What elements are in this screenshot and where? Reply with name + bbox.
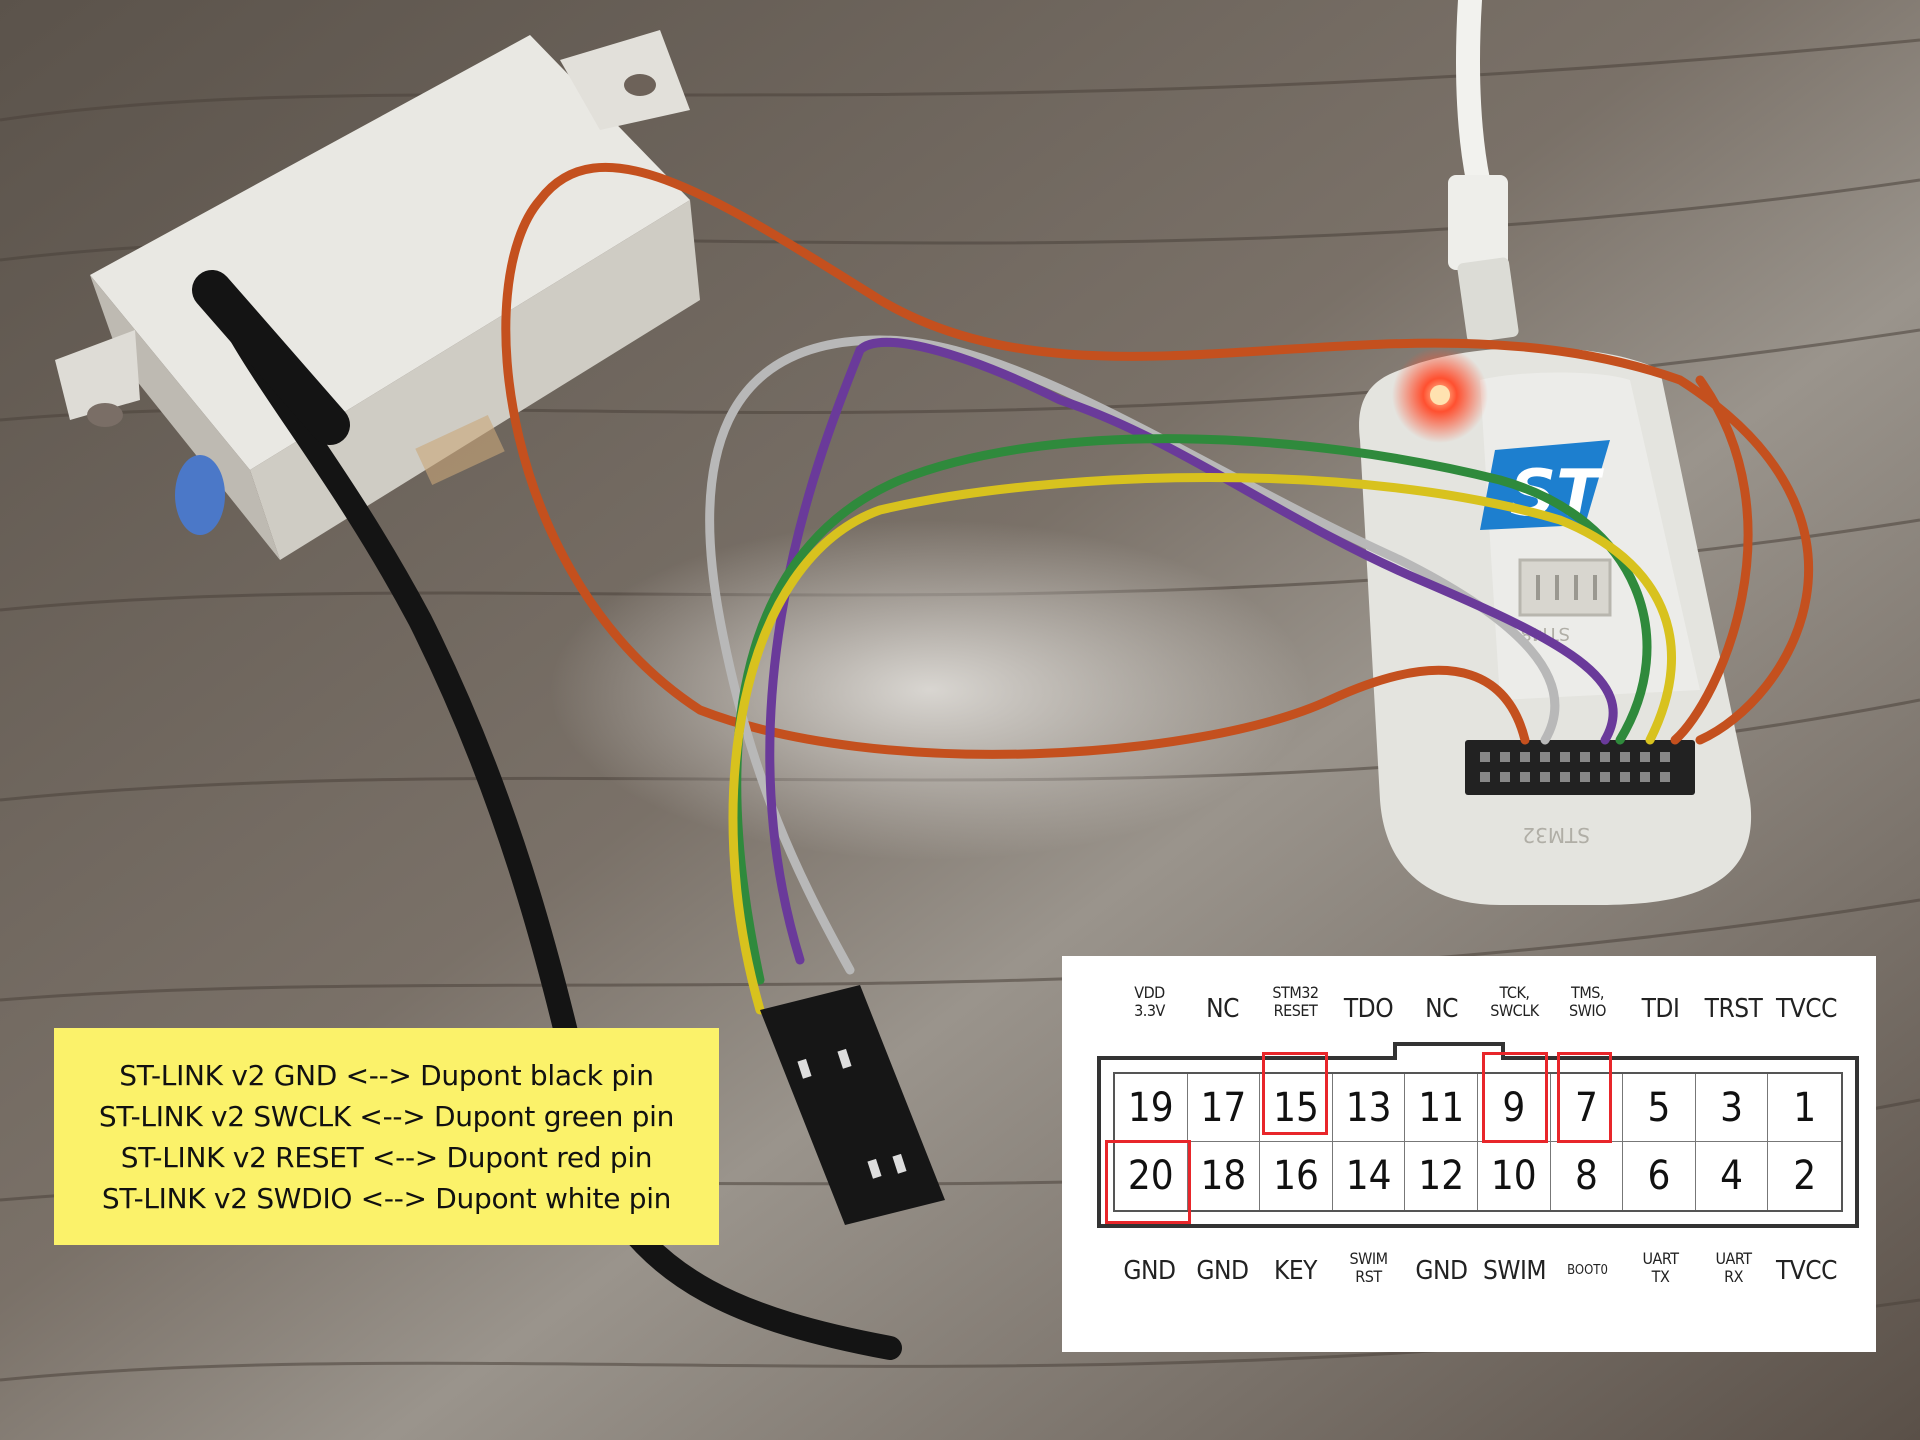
- top-label-1: NC: [1206, 994, 1239, 1024]
- label-line-1: GND: [1123, 1256, 1176, 1286]
- bottom-label-9: TVCC: [1776, 1256, 1837, 1286]
- pin-3: 3: [1695, 1074, 1769, 1142]
- label-line-1: STM32: [1272, 983, 1319, 1002]
- top-label-4: NC: [1425, 994, 1458, 1024]
- label-line-1: SWIM: [1349, 1249, 1388, 1268]
- top-label-9: TVCC: [1776, 994, 1837, 1024]
- label-line-1: TRST: [1704, 994, 1763, 1024]
- sensor-box: [55, 30, 700, 560]
- black-sensor-cable-plug: [192, 270, 350, 445]
- jumper-wires: [501, 162, 1813, 1015]
- pin-19: 19: [1115, 1074, 1188, 1142]
- wire-yellow: [728, 473, 1676, 1015]
- label-line-2: SWIO: [1569, 1001, 1606, 1020]
- label-line-1: BOOT0: [1567, 1263, 1608, 1278]
- label-line-1: KEY: [1274, 1256, 1317, 1286]
- bottom-label-4: GND: [1415, 1256, 1468, 1286]
- label-line-1: TDO: [1343, 994, 1394, 1024]
- connector-key-notch: [1393, 1042, 1505, 1060]
- pin-5: 5: [1623, 1074, 1696, 1142]
- caption-line-swclk: ST-LINK v2 SWCLK <--> Dupont green pin: [98, 1099, 675, 1133]
- dupont-connector: [760, 985, 945, 1225]
- bottom-label-0: GND: [1123, 1256, 1176, 1286]
- label-line-2: 3.3V: [1134, 1001, 1165, 1020]
- pin-14: 14: [1333, 1142, 1406, 1210]
- pin-8: 8: [1551, 1142, 1624, 1210]
- label-line-1: TCK,: [1499, 983, 1530, 1002]
- top-label-3: TDO: [1343, 994, 1394, 1024]
- label-line-1: UART: [1715, 1249, 1752, 1268]
- label-line-1: UART: [1642, 1249, 1679, 1268]
- label-line-2: RESET: [1273, 1001, 1318, 1020]
- pin-1: 1: [1768, 1074, 1841, 1142]
- bottom-label-6: BOOT0: [1567, 1262, 1608, 1279]
- pin-7: 7: [1550, 1052, 1624, 1143]
- label-line-2: SWCLK: [1490, 1001, 1539, 1020]
- pin-9: 9: [1477, 1052, 1551, 1143]
- black-sensor-cable: [210, 288, 902, 1360]
- pin-17: 17: [1187, 1074, 1261, 1142]
- caption-line-gnd: ST-LINK v2 GND <--> Dupont black pin: [119, 1058, 654, 1092]
- label-line-1: TDI: [1641, 994, 1680, 1024]
- caption-line-swdio: ST-LINK v2 SWDIO <--> Dupont white pin: [101, 1181, 672, 1215]
- top-label-6: TMS,SWIO: [1569, 984, 1606, 1020]
- label-line-1: GND: [1196, 1256, 1249, 1286]
- label-line-2: RST: [1355, 1267, 1382, 1286]
- label-line-1: TVCC: [1776, 994, 1837, 1024]
- pin-6: 6: [1623, 1142, 1696, 1210]
- usb-cable: [1448, 0, 1519, 343]
- label-line-1: GND: [1415, 1256, 1468, 1286]
- label-line-2: RX: [1724, 1267, 1743, 1286]
- bottom-label-5: SWIM: [1482, 1256, 1547, 1286]
- bottom-label-1: GND: [1196, 1256, 1249, 1286]
- label-line-2: TX: [1651, 1267, 1670, 1286]
- wiring-caption: ST-LINK v2 GND <--> Dupont black pin ST-…: [54, 1028, 719, 1245]
- pin-13: 13: [1332, 1074, 1406, 1142]
- pin-12: 12: [1405, 1142, 1478, 1210]
- pin-4: 4: [1696, 1142, 1769, 1210]
- top-label-5: TCK,SWCLK: [1490, 983, 1539, 1020]
- bottom-label-2: KEY: [1274, 1256, 1317, 1286]
- pin-15: 15: [1260, 1052, 1333, 1142]
- pin-16: 16: [1260, 1142, 1333, 1210]
- pin-18: 18: [1188, 1142, 1261, 1210]
- top-label-7: TDI: [1642, 994, 1680, 1024]
- wire-orange-2: [1670, 375, 1753, 745]
- pin-2: 2: [1793, 1153, 1817, 1199]
- caption-line-reset: ST-LINK v2 RESET <--> Dupont red pin: [120, 1140, 653, 1174]
- pin-11: 11: [1405, 1074, 1478, 1142]
- stm32-label: STM32: [1522, 823, 1590, 847]
- label-line-1: TVCC: [1776, 1256, 1837, 1286]
- top-label-8: TRST: [1705, 994, 1763, 1024]
- pin-10: 10: [1478, 1142, 1551, 1210]
- label-line-1: NC: [1206, 994, 1239, 1024]
- pin-20: 20: [1105, 1140, 1191, 1224]
- label-line-1: SWIM: [1482, 1256, 1547, 1286]
- label-line-1: TMS,: [1571, 983, 1604, 1002]
- wire-orange-1: [501, 162, 1813, 759]
- label-line-1: NC: [1425, 994, 1458, 1024]
- label-line-1: VDD: [1134, 983, 1165, 1002]
